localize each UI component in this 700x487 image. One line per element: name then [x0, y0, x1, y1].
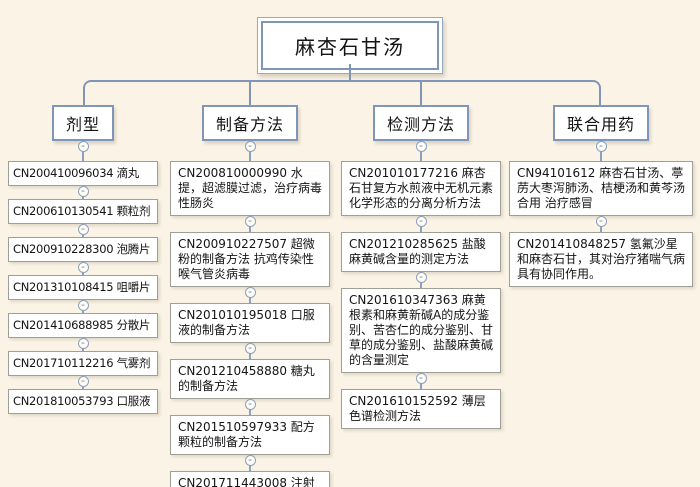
- patent-node[interactable]: CN200910228300 泡腾片: [8, 237, 158, 262]
- connector-line: -: [341, 140, 501, 161]
- connector-line: -: [170, 286, 330, 303]
- connector-line: -: [170, 398, 330, 415]
- patent-node[interactable]: CN201010195018 口服液的制备方法: [170, 303, 330, 343]
- collapse-minus-icon[interactable]: -: [244, 398, 256, 410]
- patent-node[interactable]: CN201710112216 气雾剂: [8, 351, 158, 376]
- patent-node[interactable]: CN201610347363 麻黄根素和麻黄新碱A的成分鉴别、苦杏仁的成分鉴别、…: [341, 288, 501, 373]
- collapse-minus-icon[interactable]: -: [244, 286, 256, 298]
- branch-column-preparation-method: 制备方法 -CN200810000990 水提，超滤膜过滤，治疗病毒性肠炎-CN…: [170, 105, 330, 487]
- patent-node[interactable]: CN201610152592 薄层色谱检测方法: [341, 389, 501, 429]
- connector-line: -: [170, 454, 330, 471]
- collapse-minus-icon[interactable]: -: [595, 140, 607, 152]
- connector-line: -: [8, 375, 158, 389]
- patent-node[interactable]: CN200410096034 滴丸: [8, 161, 158, 186]
- patent-node[interactable]: CN201410848257 氢氟沙星和麻杏石甘，其对治疗猪喘气病具有协同作用。: [509, 232, 693, 287]
- patent-node[interactable]: CN201410688985 分散片: [8, 313, 158, 338]
- patent-node[interactable]: CN201210458880 糖丸的制备方法: [170, 359, 330, 399]
- connector-line: [249, 81, 251, 105]
- collapse-minus-icon[interactable]: -: [77, 140, 89, 152]
- collapse-minus-icon[interactable]: -: [77, 185, 89, 197]
- patent-node[interactable]: CN201010177216 麻杏石甘复方水煎液中无机元素化学形态的分离分析方法: [341, 161, 501, 216]
- root-topic-label: 麻杏石甘汤: [261, 21, 439, 70]
- connector-line: -: [8, 261, 158, 275]
- connector-line: -: [8, 185, 158, 199]
- branch-header-detection-method[interactable]: 检测方法: [372, 105, 469, 141]
- patent-node[interactable]: CN94101612 麻杏石甘汤、葶苈大枣泻肺汤、桔梗汤和黄芩汤合用 治疗感冒: [509, 161, 693, 216]
- collapse-minus-icon[interactable]: -: [244, 140, 256, 152]
- connector-line: -: [170, 215, 330, 232]
- collapse-minus-icon[interactable]: -: [244, 454, 256, 466]
- collapse-minus-icon[interactable]: -: [415, 140, 427, 152]
- branch-column-combination-drugs: 联合用药 -CN94101612 麻杏石甘汤、葶苈大枣泻肺汤、桔梗汤和黄芩汤合用…: [509, 105, 693, 287]
- patent-node[interactable]: CN201810053793 口服液: [8, 389, 158, 414]
- patent-node[interactable]: CN200610130541 颗粒剂: [8, 199, 158, 224]
- branch-header-dosage-form[interactable]: 剂型: [51, 105, 114, 141]
- collapse-minus-icon[interactable]: -: [77, 261, 89, 273]
- connector-line: -: [341, 271, 501, 288]
- collapse-minus-icon[interactable]: -: [415, 215, 427, 227]
- collapse-minus-icon[interactable]: -: [244, 342, 256, 354]
- branch-header-combination-drugs[interactable]: 联合用药: [552, 105, 649, 141]
- connector-line: -: [8, 140, 158, 161]
- collapse-minus-icon[interactable]: -: [77, 299, 89, 311]
- collapse-minus-icon[interactable]: -: [595, 215, 607, 227]
- connector-line: -: [8, 223, 158, 237]
- patent-node[interactable]: CN200910227507 超微粉的制备方法 抗鸡传染性喉气管炎病毒: [170, 232, 330, 287]
- connector-line: -: [170, 140, 330, 161]
- connector-line: -: [341, 372, 501, 389]
- patent-node[interactable]: CN201210285625 盐酸麻黄碱含量的测定方法: [341, 232, 501, 272]
- branch-column-detection-method: 检测方法 -CN201010177216 麻杏石甘复方水煎液中无机元素化学形态的…: [341, 105, 501, 429]
- connector-line: [420, 81, 422, 105]
- patent-node[interactable]: CN200810000990 水提，超滤膜过滤，治疗病毒性肠炎: [170, 161, 330, 216]
- collapse-minus-icon[interactable]: -: [77, 223, 89, 235]
- collapse-minus-icon[interactable]: -: [77, 375, 89, 387]
- connector-line: [349, 64, 351, 81]
- connector-line: -: [509, 215, 693, 232]
- collapse-minus-icon[interactable]: -: [77, 337, 89, 349]
- connector-line: -: [341, 215, 501, 232]
- patent-node[interactable]: CN201510597933 配方颗粒的制备方法: [170, 415, 330, 455]
- collapse-minus-icon[interactable]: -: [415, 271, 427, 283]
- connector-line: -: [8, 337, 158, 351]
- branch-header-preparation-method[interactable]: 制备方法: [201, 105, 298, 141]
- connector-line: -: [509, 140, 693, 161]
- connector-line: -: [8, 299, 158, 313]
- connector-line: -: [170, 342, 330, 359]
- collapse-minus-icon[interactable]: -: [244, 215, 256, 227]
- patent-node[interactable]: CN201310108415 咀嚼片: [8, 275, 158, 300]
- branch-column-dosage-form: 剂型 -CN200410096034 滴丸-CN200610130541 颗粒剂…: [8, 105, 158, 414]
- patent-node[interactable]: CN201711443008 注射液的制备方法: [170, 471, 330, 487]
- collapse-minus-icon[interactable]: -: [415, 372, 427, 384]
- connector-bracket: [83, 80, 601, 105]
